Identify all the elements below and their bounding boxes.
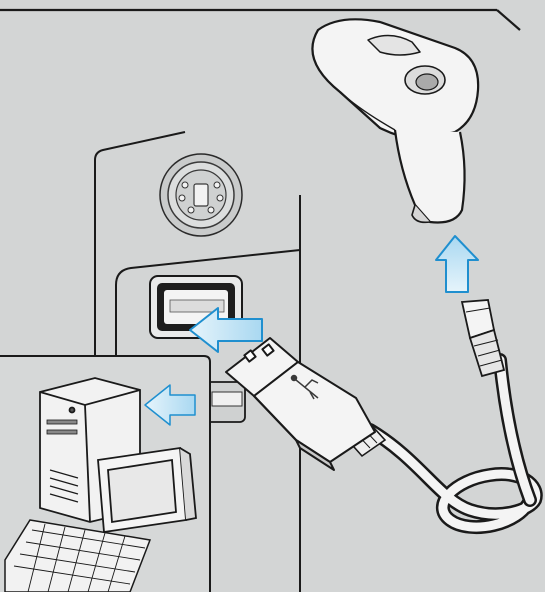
monitor-icon	[98, 448, 196, 532]
ps2-port-icon	[160, 154, 242, 236]
